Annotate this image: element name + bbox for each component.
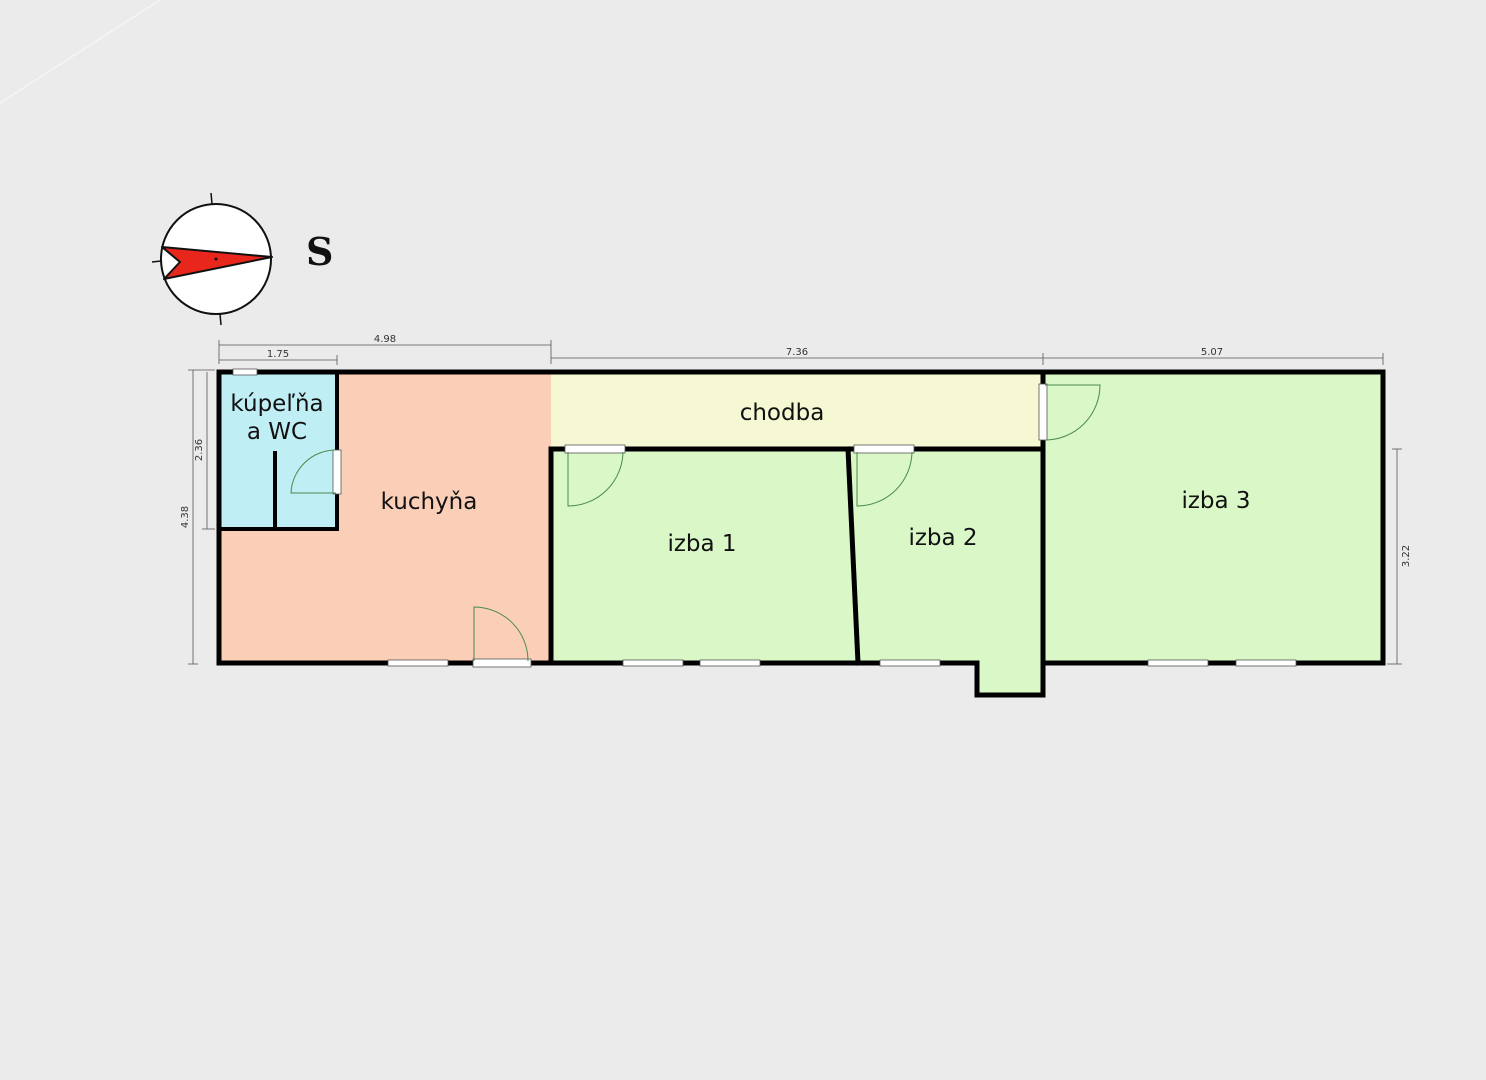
compass-tick-left [151,260,162,263]
dimension-lines [188,340,1402,665]
dimension-label-room3-depth: 3.22 [1401,545,1412,567]
room-label-bathroom-line1: kúpeľňa [230,391,323,417]
door-opening-kitchen [472,658,532,668]
dimension-label-bathroom-width: 1.75 [267,349,289,360]
door-swing-kitchen [473,606,529,662]
compass-tick-top [210,192,213,205]
window [622,659,684,667]
door-swing-bathroom [290,449,337,494]
room-fill-room2 [848,449,1043,695]
window [232,368,258,376]
dimension-label-total-depth: 4.38 [180,506,191,528]
window [387,659,449,667]
door-swing-room1 [567,451,624,507]
windows [232,368,1297,667]
door-opening-bathroom [332,449,342,495]
room-label-kitchen: kuchyňa [381,489,478,515]
room-fill-hallway [551,373,1043,449]
door-swing-room3 [1044,384,1101,441]
room-label-room1: izba 1 [667,531,736,557]
door-opening-room3 [1038,383,1048,441]
room-label-hallway: chodba [740,400,825,426]
compass-center-dot [214,257,218,261]
window [1235,659,1297,667]
room-fill-room3 [1043,373,1383,663]
room-fill-kitchen [220,373,551,663]
door-opening-room2 [853,444,915,454]
room-label-bathroom-line2: a WC [247,419,307,445]
compass: S [151,192,333,326]
dimension-label-bathroom-depth: 2.36 [194,439,205,461]
dimension-label-kitchen-block-width: 4.98 [374,334,396,345]
compass-tick-bottom [219,313,222,326]
dimension-label-room3-width: 5.07 [1201,347,1223,358]
window [879,659,941,667]
room-label-room2: izba 2 [908,525,977,551]
room-label-room3: izba 3 [1181,488,1250,514]
compass-needle-icon [161,246,273,280]
compass-direction-label: S [306,229,333,274]
window [699,659,761,667]
room-fill-room1 [553,449,858,663]
door-opening-room1 [564,444,626,454]
outer-wall [216,369,1386,698]
room-fill-bathroom [220,373,337,528]
dimension-label-hallway-width: 7.36 [786,347,808,358]
doors [290,383,1101,668]
wall-room1-room2 [845,446,861,666]
door-swing-room2 [856,451,913,507]
window [1147,659,1209,667]
background-line [0,0,161,104]
